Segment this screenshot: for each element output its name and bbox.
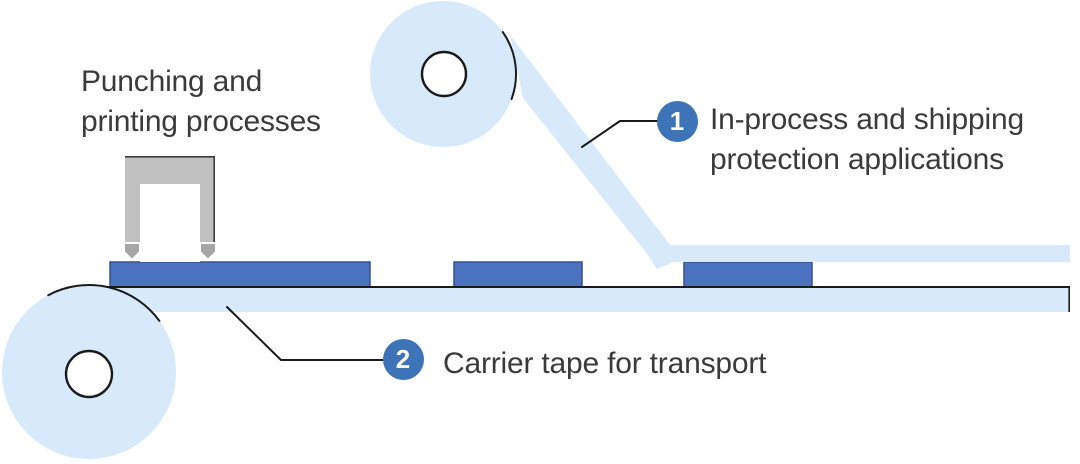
carrier-tape-strip [107, 287, 1070, 312]
callout-badge-2-number: 2 [395, 343, 411, 374]
component-chip-1 [109, 261, 371, 288]
carrier-tape-roll [2, 284, 176, 459]
carrier-tape-band [107, 287, 1070, 312]
callout-badge-2: 2 [382, 338, 424, 380]
component-chip-3 [683, 261, 813, 288]
machine-label-line1: Punching and [81, 65, 263, 98]
callout-badge-1-number: 1 [669, 105, 685, 136]
component-row [109, 261, 813, 288]
punch-machine-interior [140, 184, 200, 262]
punch-machine-bracket [125, 156, 215, 242]
callout-line-1 [581, 120, 661, 148]
machine-label-line2: printing processes [81, 105, 321, 138]
machine-label: Punching and printing processes [81, 62, 321, 142]
callout2-label: Carrier tape for transport [443, 344, 766, 384]
callout-line-2 [226, 306, 387, 361]
protective-tape-roll [370, 1, 517, 147]
protective-tape-band [510, 35, 1070, 269]
punch-machine-edge-highlight [125, 156, 215, 242]
callout-badge-1: 1 [656, 100, 698, 142]
punch-tip-right [201, 244, 215, 259]
carrier-roll-core [64, 349, 114, 399]
callout1-label-line1: In-process and shipping [710, 103, 1024, 136]
protective-tape-strip [510, 35, 1070, 269]
component-chip-2 [453, 261, 583, 288]
callout1-label-line2: protection applications [710, 143, 1004, 176]
carrier-roll-peel-arc [47, 284, 161, 322]
callout2-label-text: Carrier tape for transport [443, 347, 767, 380]
punch-tip-left [125, 244, 139, 259]
protective-roll-peel-arc [501, 31, 517, 100]
punch-machine [125, 156, 215, 262]
protective-roll-core [420, 50, 468, 98]
callout1-label: In-process and shipping protection appli… [710, 100, 1024, 180]
